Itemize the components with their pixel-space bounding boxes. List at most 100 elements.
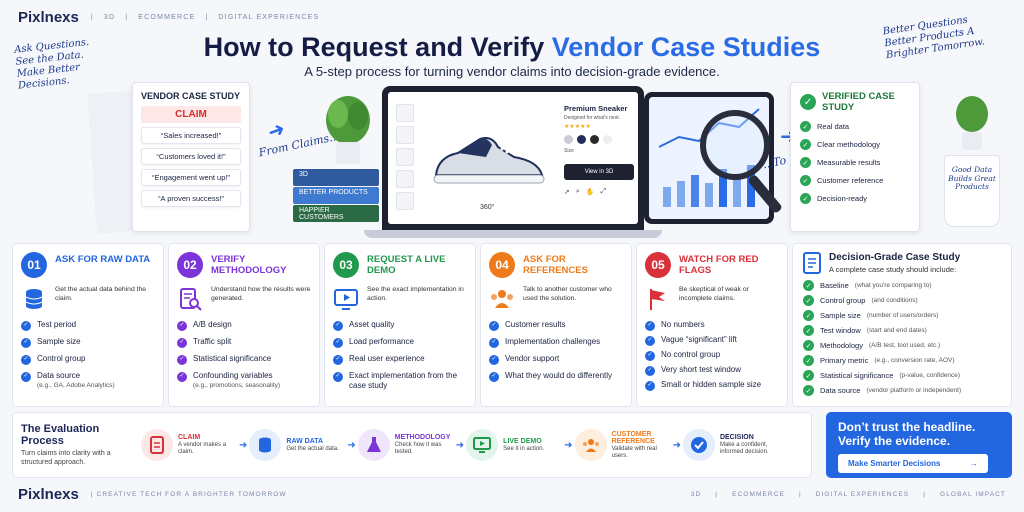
bullet-item: ✓ Control group [21,354,155,365]
list-item-label: Methodology [820,341,863,350]
bullet-item: ✓ Asset quality [333,320,467,331]
flag-icon [650,289,665,310]
color-swatch[interactable] [577,135,586,144]
expand-icon[interactable]: ⤢ [600,188,607,195]
check-icon: ✓ [645,351,655,361]
color-swatch[interactable] [603,135,612,144]
arrow-right-icon: ➜ [564,439,573,451]
claim-quote: “Engagement went up!” [141,169,241,186]
thumbnail[interactable] [396,148,414,166]
list-item: ✓Decision-ready [800,193,910,204]
thumbnail[interactable] [396,192,414,210]
summary-subtitle: A complete case study should include: [829,265,957,274]
summary-title: Decision-Grade Case Study [829,252,961,263]
check-icon: ✓ [803,340,814,351]
check-icon: ✓ [21,355,31,365]
footer-item: | [923,491,927,498]
list-item: ✓Baseline(what you're comparing to) [803,280,1001,291]
list-item: ✓Customer reference [800,175,910,186]
bullet-text: Very short test window [661,365,742,374]
arrow-right-icon: ➜ [239,439,248,451]
check-icon: ✓ [333,372,343,382]
step-desc: Talk to another customer who used the so… [523,286,612,302]
search-icon[interactable]: ⌕ [575,188,580,195]
bullet-text: A/B design [193,320,232,329]
step-bullets: ✓Test period ✓Sample size ✓ Control group… [21,320,155,390]
check-icon: ✓ [645,381,655,391]
bullet-item: ✓Implementation challenges [489,337,623,348]
vendor-case-study-card: VENDOR CASE STUDY CLAIM “Sales increased… [132,82,250,232]
step-bullets: ✓Asset quality ✓Load performance ✓Real u… [333,320,467,390]
rating-stars: ★★★★★ [564,124,591,130]
bullet-item: ✓Load performance [333,337,467,348]
step-card-5: 05 WATCH FOR RED FLAGS Be skeptical of w… [636,243,788,407]
list-item-note: (number of users/orders) [866,312,939,319]
plant-icon [326,96,370,164]
list-item-note: (vendor platform or independent) [866,387,962,394]
book: BETTER PRODUCTS [293,187,379,204]
color-swatch[interactable] [590,135,599,144]
step-desc: Get the actual data behind the claim. [55,286,147,302]
sneaker-image [433,137,545,184]
product-viewer-screen: 360° Premium Sneaker Designed for what's… [388,92,638,224]
list-item: ✓Statistical significance(p-value, confi… [803,370,1001,381]
check-icon: ✓ [645,321,655,331]
claim-tag: CLAIM [141,106,241,123]
thumbnail[interactable] [396,170,414,188]
list-item-label: Statistical significance [820,371,894,380]
check-icon: ✓ [800,121,811,132]
check-icon: ✓ [21,372,31,382]
title-accent: Vendor Case Studies [551,32,821,62]
thumbnail[interactable] [396,126,414,144]
bullet-item: ✓Customer results [489,320,623,331]
bullet-text: No numbers [661,320,705,329]
check-icon: ✓ [803,355,814,366]
view-in-3d-button[interactable]: View in 3D [564,164,634,180]
footer-logo[interactable]: Pixlnexs [18,486,79,503]
verified-case-study-card: ✓ VERIFIED CASE STUDY ✓Real data ✓Clear … [790,82,920,232]
document-icon [803,252,821,274]
check-icon: ✓ [645,366,655,376]
cursor-icon[interactable]: ➚ [564,189,570,196]
check-icon: ✓ [177,321,187,331]
footer-item: 3D [690,491,702,498]
tagline-item: ECOMMERCE [138,14,196,21]
check-icon: ✓ [803,280,814,291]
hand-icon[interactable]: ✋ [585,189,595,196]
bullet-text: Vague “significant” lift [661,335,737,344]
check-icon: ✓ [333,321,343,331]
color-swatch[interactable] [564,135,573,144]
bullet-text: No control group [661,350,721,359]
list-item: ✓Clear methodology [800,139,910,150]
book: 3D [293,169,379,186]
bullet-item: ✓Sample size [21,337,155,348]
footer-item: | [715,491,719,498]
monitor-play-icon [466,429,499,461]
step-card-2: 02 VERIFY METHODOLOGY Understand how the… [168,243,320,407]
check-icon: ✓ [489,321,499,331]
step-title: ASK FOR RAW DATA [55,254,151,265]
people-icon [574,429,607,461]
bullet-item: ✓Test period [21,320,155,331]
brand-tagline: | 3D | ECOMMERCE | DIGITAL EXPERIENCES [91,14,320,21]
step-title: WATCH FOR RED FLAGS [679,254,759,276]
make-smarter-decisions-button[interactable]: Make Smarter Decisions → [838,454,988,473]
brand-logo[interactable]: Pixlnexs [18,9,79,26]
bullet-text: Asset quality [349,320,395,329]
step-bullets: ✓A/B design ✓Traffic split ✓Statistical … [177,320,311,390]
check-icon: ✓ [803,385,814,396]
bullet-text: Load performance [349,337,414,346]
thumbnail[interactable] [396,104,414,122]
database-icon [249,429,282,461]
verified-list: ✓Real data ✓Clear methodology ✓Measurabl… [800,121,910,204]
bullet-item: ✓Traffic split [177,337,311,348]
check-icon: ✓ [803,325,814,336]
step-number: 01 [21,252,47,278]
check-icon: ✓ [489,372,499,382]
footer-item: ECOMMERCE [732,491,785,498]
bullet-text: Control group [37,354,86,363]
list-item-label: Baseline [820,281,849,290]
